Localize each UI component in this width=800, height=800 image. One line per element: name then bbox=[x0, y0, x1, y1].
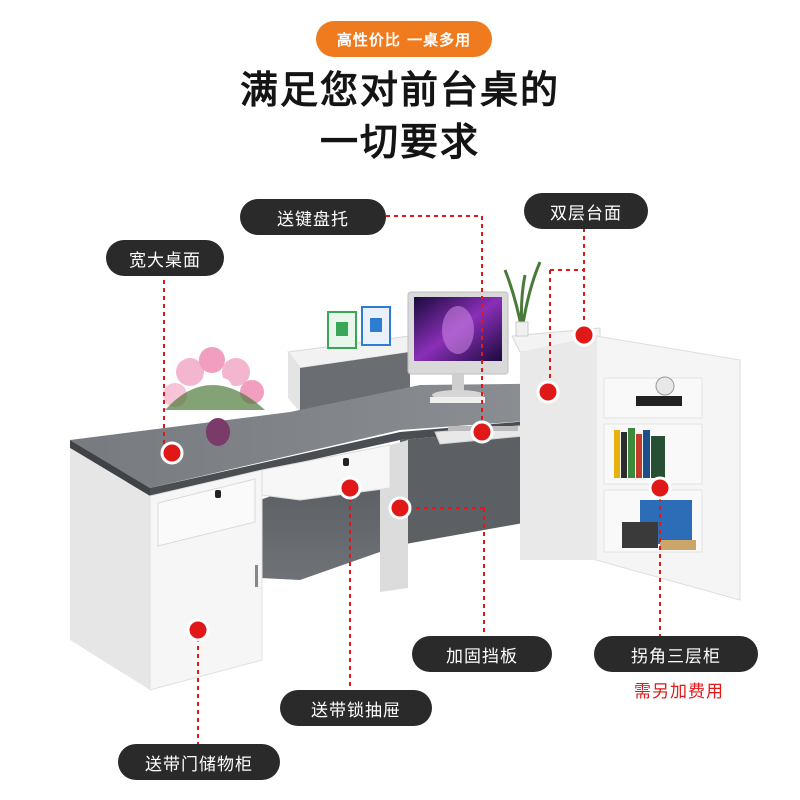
leader-lines bbox=[163, 215, 661, 744]
callout-baffle: 加固挡板 bbox=[412, 636, 552, 672]
door-cabinet bbox=[70, 448, 263, 691]
callout-wide-top: 宽大桌面 bbox=[106, 240, 224, 276]
corner-cabinet bbox=[520, 335, 741, 601]
callout-double-top: 双层台面 bbox=[524, 193, 648, 229]
qr-stands bbox=[327, 306, 391, 349]
title-line-1: 满足您对前台桌的 bbox=[239, 68, 560, 112]
extra-fee-note: 需另加费用 bbox=[634, 682, 724, 702]
callout-door-cabinet: 送带门储物柜 bbox=[118, 744, 280, 780]
marker-dot-icon bbox=[160, 323, 672, 642]
callout-lock-drawer: 送带锁抽屉 bbox=[280, 690, 432, 726]
plant-icon bbox=[503, 261, 542, 337]
callout-keyboard-tray: 送键盘托 bbox=[240, 199, 386, 235]
page-title: 满足您对前台桌的 一切要求 bbox=[0, 64, 800, 168]
title-line-2: 一切要求 bbox=[319, 120, 480, 164]
flower-vase-icon bbox=[163, 347, 265, 446]
value-badge: 高性价比 一桌多用 bbox=[316, 21, 492, 57]
callout-corner-cabinet: 拐角三层柜 bbox=[594, 636, 758, 672]
